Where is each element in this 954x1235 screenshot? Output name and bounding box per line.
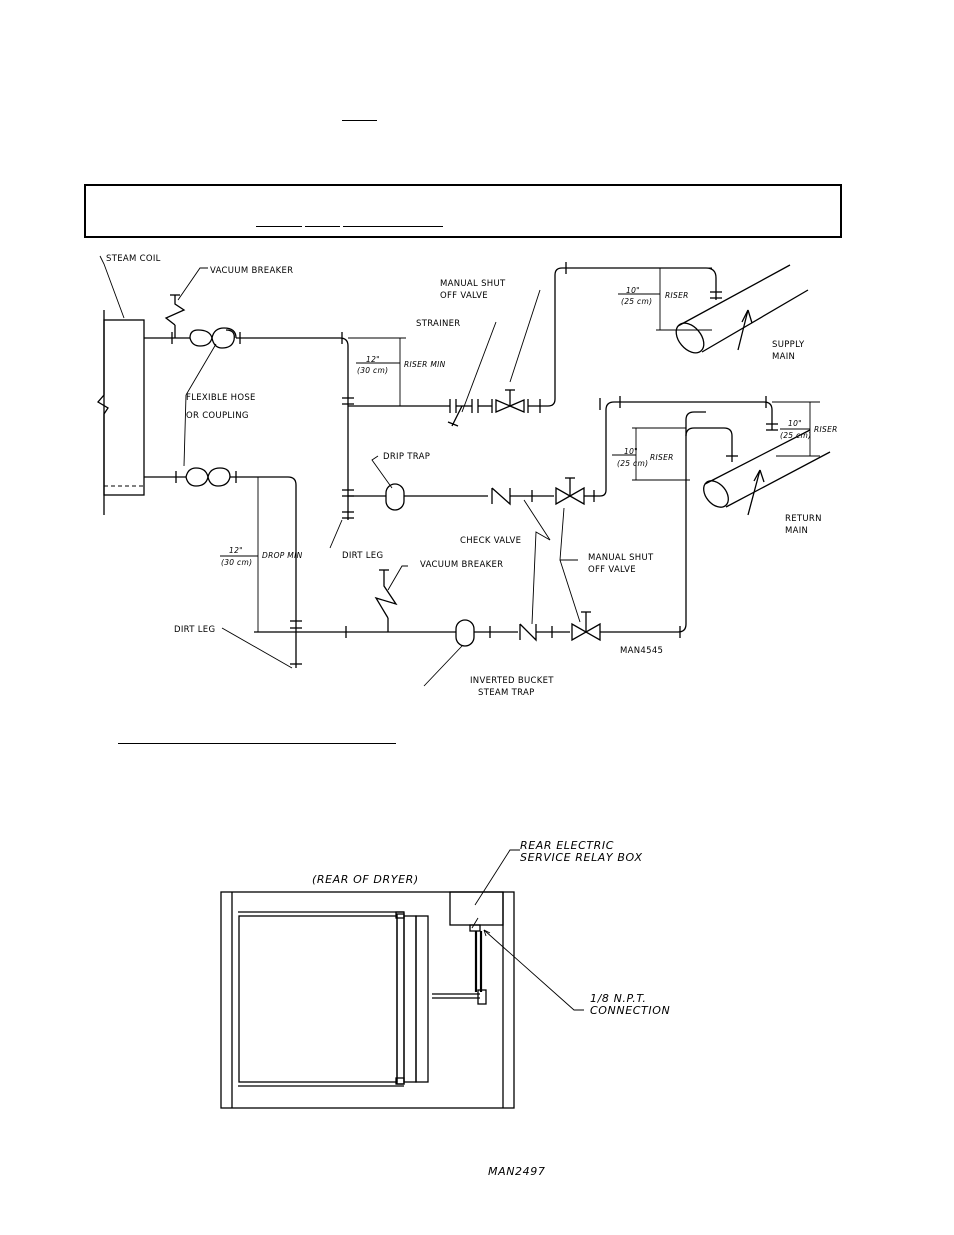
- inverted-bucket-label-1: INVERTED BUCKET: [470, 676, 554, 686]
- riser-return-dims: [612, 401, 820, 481]
- drop-min-label: DROP MIN: [262, 551, 303, 560]
- drip-trap-label: DRIP TRAP: [383, 452, 431, 462]
- riser-min-value: 12": [366, 355, 380, 364]
- return-line: [144, 411, 706, 668]
- riser-min-label: RISER MIN: [404, 360, 446, 369]
- riser-return-b-value: 10": [788, 419, 802, 428]
- drop-min-value: 12": [229, 546, 243, 555]
- return-main-label-2: MAIN: [785, 526, 809, 536]
- supply-main-label-1: SUPPLY: [772, 340, 805, 350]
- leaders: [99, 255, 581, 687]
- dirt-leg-mid-label: DIRT LEG: [342, 551, 384, 561]
- flexible-hose-label-1: FLEXIBLE HOSE: [186, 393, 256, 403]
- riser-return-a-value: 10": [624, 447, 638, 456]
- relay-box-label-1: REAR ELECTRIC: [520, 839, 615, 852]
- redacted-underline-3: [343, 226, 443, 227]
- supply-main-label-2: MAIN: [772, 352, 796, 362]
- manual-shut-off-mid-label-1: MANUAL SHUT: [588, 553, 654, 563]
- return-main-label-1: RETURN: [785, 514, 822, 524]
- riser-min-metric: (30 cm): [357, 366, 389, 375]
- vacuum-breaker-bottom-label: VACUUM BREAKER: [420, 560, 504, 570]
- riser-min-dim: [348, 337, 406, 406]
- riser-supply-metric: (25 cm): [621, 297, 653, 306]
- riser-return-b-label: RISER: [814, 425, 838, 434]
- manual-shut-off-top-label-1: MANUAL SHUT: [440, 279, 506, 289]
- connection-label-2: CONNECTION: [590, 1004, 671, 1017]
- relay-box-label-2: SERVICE RELAY BOX: [520, 851, 643, 864]
- drip-trap-branch: [342, 396, 778, 519]
- riser-supply-value: 10": [626, 286, 640, 295]
- flexible-hose-label-2: OR COUPLING: [186, 411, 249, 421]
- return-riser: [685, 427, 738, 462]
- riser-return-a-metric: (25 cm): [617, 459, 649, 468]
- vacuum-breaker-top-label: VACUUM BREAKER: [210, 266, 294, 276]
- strainer-label: STRAINER: [416, 319, 461, 329]
- riser-supply-dim: [618, 267, 712, 331]
- manual-shut-off-mid-label-2: OFF VALVE: [588, 565, 636, 575]
- steam-coil-label: STEAM COIL: [106, 254, 161, 264]
- supply-main: [675, 264, 809, 354]
- steam-coil: [97, 310, 145, 515]
- inverted-bucket-label-2: STEAM TRAP: [478, 688, 535, 698]
- drop-min-dim: [220, 476, 290, 632]
- redacted-figure-caption-rule: [118, 743, 396, 744]
- dirt-leg-bottom-label: DIRT LEG: [174, 625, 216, 635]
- riser-return-b-metric: (25 cm): [780, 431, 812, 440]
- drop-min-metric: (30 cm): [221, 558, 253, 567]
- rear-of-dryer-label: (REAR OF DRYER): [312, 873, 419, 886]
- warning-callout-box: [84, 184, 842, 238]
- connection-label-1: 1/8 N.P.T.: [590, 992, 647, 1005]
- manual-shut-off-top-label-2: OFF VALVE: [440, 291, 488, 301]
- redacted-underline-2: [305, 226, 340, 227]
- riser-return-a-label: RISER: [650, 453, 674, 462]
- redacted-heading-rule: [342, 120, 377, 121]
- check-valve-label: CHECK VALVE: [460, 536, 522, 546]
- relay-drawing-number: MAN2497: [488, 1165, 546, 1178]
- piping-drawing-number: MAN4545: [620, 646, 664, 656]
- redacted-underline-1: [256, 226, 302, 227]
- return-main: [703, 429, 831, 516]
- riser-supply-label: RISER: [665, 291, 689, 300]
